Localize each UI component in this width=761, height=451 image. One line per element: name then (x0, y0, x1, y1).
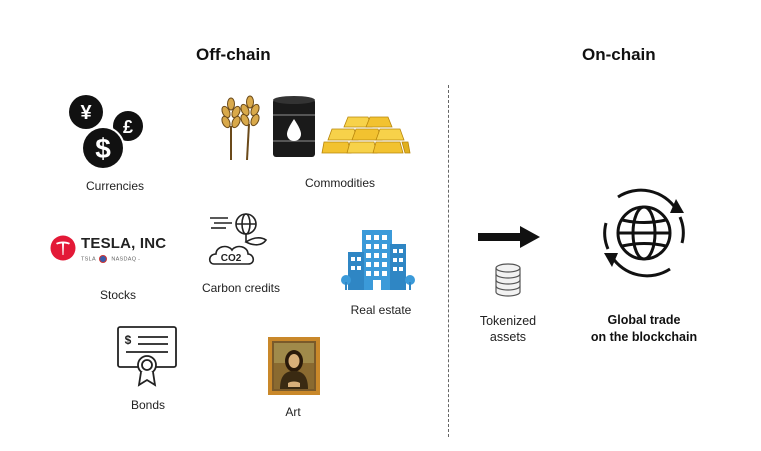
global-blockchain-globe-icon (594, 185, 694, 281)
tesla-name: TESLA, INC (81, 235, 167, 252)
us-flag-icon (99, 255, 108, 263)
currencies-label: Currencies (85, 179, 145, 193)
wheat-icon (217, 95, 267, 162)
commodities-label: Commodities (304, 176, 376, 190)
tesla-exchange: NASDAQ (111, 256, 137, 263)
tesla-logo: TESLA, INC TSLA NASDAQ - (50, 232, 170, 268)
art-label: Art (285, 405, 301, 419)
on-chain-heading: On-chain (582, 45, 656, 64)
coin-stack-icon (493, 260, 523, 298)
gold-bars-icon (321, 113, 411, 155)
stocks-label: Stocks (99, 288, 136, 302)
chain-divider (448, 85, 449, 437)
svg-text:$: $ (95, 133, 111, 164)
svg-text:$: $ (125, 333, 132, 347)
right-arrow-icon (478, 226, 540, 248)
tokenized-assets-label: Tokenized assets (462, 313, 554, 345)
mona-lisa-painting-icon (268, 337, 320, 395)
tesla-ticker: TSLA (81, 256, 96, 263)
carbon-credits-icon: CO2 (208, 212, 270, 270)
bond-certificate-icon: $ (116, 325, 178, 387)
real-estate-label: Real estate (350, 303, 412, 317)
tokenized-line-1: Tokenized (479, 314, 537, 328)
svg-text:CO2: CO2 (221, 253, 242, 264)
tesla-suffix: - (138, 256, 141, 263)
off-chain-heading: Off-chain (196, 45, 271, 64)
bonds-label: Bonds (130, 398, 166, 412)
currencies-icon: ¥ £ $ (66, 92, 146, 172)
svg-text:¥: ¥ (80, 102, 92, 124)
svg-text:£: £ (123, 117, 133, 137)
tesla-ticker-line: TSLA NASDAQ - (81, 255, 140, 263)
oil-barrel-icon (271, 95, 317, 161)
global-trade-line-1: Global trade (607, 313, 681, 327)
tesla-icon (50, 235, 76, 261)
carbon-credits-label: Carbon credits (201, 281, 281, 295)
global-trade-label: Global trade on the blockchain (574, 312, 714, 346)
global-trade-line-2: on the blockchain (590, 330, 698, 344)
buildings-icon (340, 226, 416, 292)
tokenized-line-2: assets (489, 330, 527, 344)
